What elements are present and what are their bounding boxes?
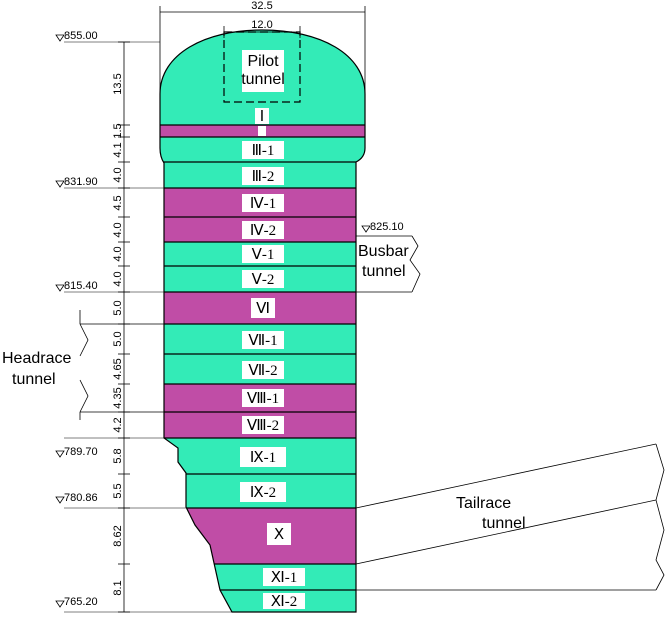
layer-label: Ⅲ-2: [252, 169, 275, 185]
layer-label: Ⅴ-2: [252, 272, 275, 288]
layer-height-label: 4.0: [112, 222, 124, 237]
layer-label: Ⅺ-1: [271, 570, 298, 586]
layer-separators: [160, 124, 365, 591]
layer-height-label: 13.5: [112, 73, 124, 94]
elevation-marker-icon: [55, 600, 65, 608]
elevation-marker-icon: [361, 225, 371, 233]
elevation-axis: [64, 41, 232, 613]
elevation-marker-icon: [55, 284, 65, 292]
busbar-tunnel-label-2: tunnel: [362, 263, 406, 280]
headrace-tunnel-label-2: tunnel: [12, 371, 56, 388]
layer-label: Ⅴ-1: [252, 247, 275, 263]
layer-label: Ⅷ-2: [247, 418, 279, 434]
elevation-marker-icon: [55, 34, 65, 42]
elevation-label: 789.70: [64, 446, 98, 458]
pilot-tunnel-label-bg: [242, 50, 284, 92]
elevation-labels: 855.00 831.90 825.10 815.40 789.70 780.8…: [55, 30, 404, 608]
elevation-label: 815.40: [64, 280, 98, 292]
tailrace-tunnel-label-2: tunnel: [482, 515, 526, 532]
layer-label: Ⅲ-1: [252, 143, 275, 159]
layer-height-label: 5.0: [112, 331, 124, 346]
elevation-label: 765.20: [64, 596, 98, 608]
layer-label: Ⅶ-2: [248, 363, 277, 379]
layer-label: Ⅳ-1: [250, 196, 276, 212]
elevation-label: 855.00: [64, 30, 98, 42]
elevation-label: 825.10: [370, 221, 404, 233]
busbar-tunnel-label-1: Busbar: [358, 243, 409, 260]
tailrace-tunnel-label-1: Tailrace: [456, 495, 511, 512]
layer-label: Ⅸ-1: [250, 450, 276, 466]
layer-bands: [160, 30, 365, 612]
total-width-label: 32.5: [251, 0, 272, 12]
layer-labels: Ⅰ Ⅲ-1 Ⅲ-2 Ⅳ-1 Ⅳ-2 Ⅴ-1 Ⅴ-2 Ⅵ Ⅶ-1 Ⅶ-2 Ⅷ-1 …: [240, 108, 305, 610]
layer-height-label: 4.35: [112, 387, 124, 408]
layer-height-label: 4.0: [112, 246, 124, 261]
busbar-tunnel: Busbar tunnel: [356, 235, 421, 293]
headrace-tunnel: Headrace tunnel: [2, 310, 164, 420]
layer-label: Ⅷ-1: [247, 391, 279, 407]
layer-height-label: 8.1: [112, 580, 124, 595]
layer-label: Ⅹ: [274, 527, 284, 543]
layer-height-label: 5.0: [112, 300, 124, 315]
headrace-tunnel-label-1: Headrace: [2, 350, 71, 367]
layer-label: Ⅵ: [256, 301, 270, 317]
tailrace-tunnel: Tailrace tunnel: [355, 443, 665, 591]
layer-height-label: 4.2: [112, 417, 124, 432]
layer-height-label: 1.5: [112, 123, 124, 138]
layer-height-label: 5.8: [112, 448, 124, 463]
layer-height-label: 4.65: [112, 358, 124, 379]
elevation-label: 831.90: [64, 176, 98, 188]
layer-height-label: 4.0: [112, 167, 124, 182]
dimension-lines: 32.5 12.0: [159, 0, 366, 92]
elevation-marker-icon: [55, 496, 65, 504]
layer-height-label: 5.5: [112, 483, 124, 498]
pilot-tunnel-label-2: tunnel: [241, 71, 285, 88]
layer-height-label: 4.0: [112, 271, 124, 286]
layer-label: Ⅰ: [260, 109, 264, 125]
layer-height-labels: 13.5 1.5 4.1 4.0 4.5 4.0 4.0 4.0 5.0 5.0…: [112, 73, 124, 595]
layer-height-label: 4.1: [112, 142, 124, 157]
layer-band: [160, 508, 365, 564]
layer-label: Ⅳ-2: [250, 223, 276, 239]
cavern-outline: [159, 29, 366, 613]
elevation-marker-icon: [55, 450, 65, 458]
elevation-label: 780.86: [64, 492, 98, 504]
layer-label: Ⅶ-1: [248, 333, 277, 349]
layer-height-label: 4.5: [112, 195, 124, 210]
pilot-width-label: 12.0: [251, 19, 272, 31]
pilot-tunnel-label-1: Pilot: [247, 53, 279, 70]
layer-label: Ⅸ-2: [250, 485, 276, 501]
layer-height-label: 8.62: [112, 525, 124, 546]
layer-label: Ⅺ-2: [271, 594, 298, 610]
elevation-marker-icon: [55, 180, 65, 188]
